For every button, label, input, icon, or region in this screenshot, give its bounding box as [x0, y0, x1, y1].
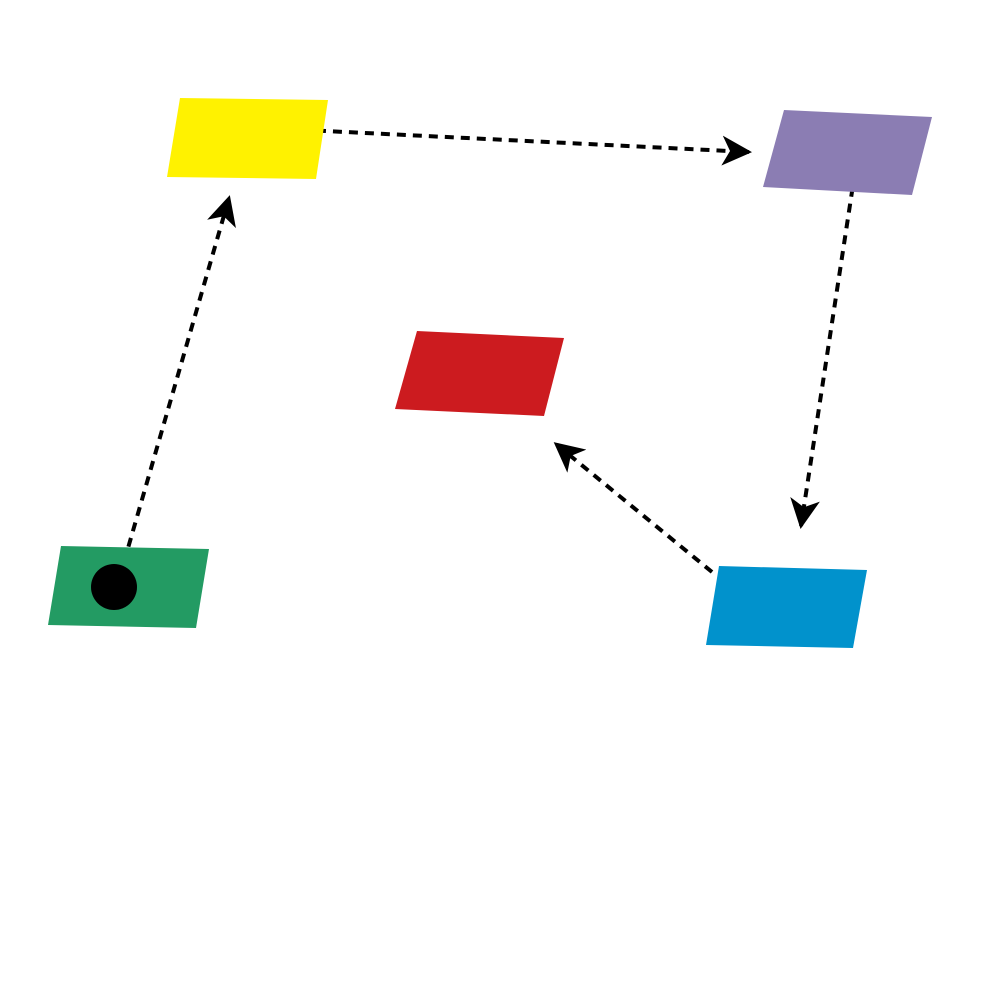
start-marker-dot — [91, 564, 137, 610]
node-purple — [763, 110, 932, 195]
node-yellow — [167, 98, 328, 179]
edge-blue-to-red — [553, 442, 714, 574]
edge-yellow-to-purple — [284, 127, 752, 166]
node-red — [395, 331, 564, 416]
node-blue — [706, 566, 867, 648]
edge-green-to-yellow — [122, 195, 236, 563]
edge-purple-to-blue — [790, 171, 857, 529]
